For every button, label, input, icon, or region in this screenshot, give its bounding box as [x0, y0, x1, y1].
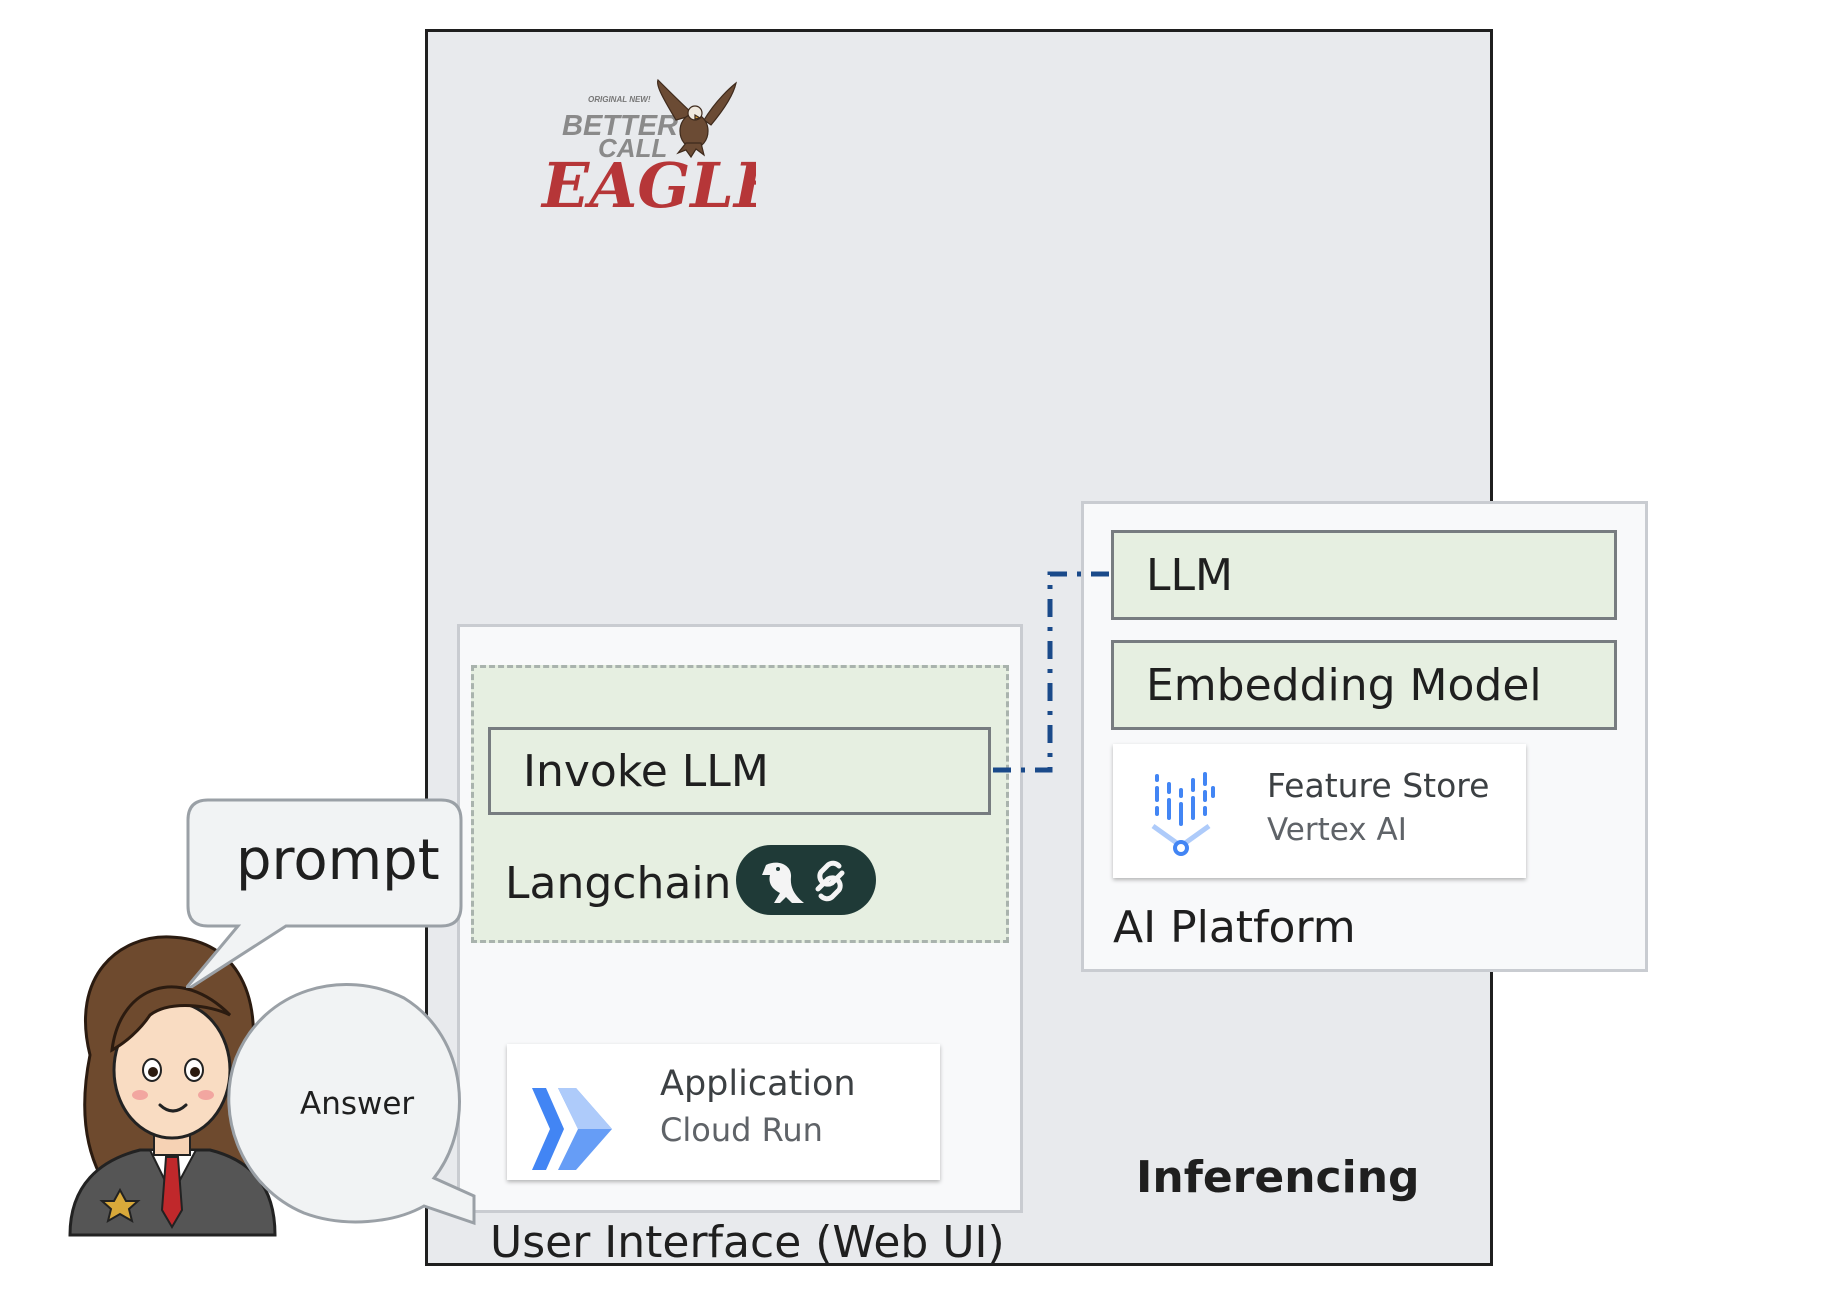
feature-store-title: Feature Store	[1267, 766, 1490, 805]
langchain-label: Langchain	[505, 858, 732, 909]
svg-text:CALL: CALL	[598, 133, 667, 163]
feature-store-subtitle: Vertex AI	[1267, 812, 1407, 848]
better-call-eagle-logo: ORIGINAL NEW! BETTER CALL EAGLE	[540, 78, 756, 215]
application-title: Application	[660, 1064, 856, 1104]
svg-text:EAGLE: EAGLE	[540, 149, 756, 215]
answer-text: Answer	[300, 1086, 415, 1122]
answer-speech-bubble	[227, 983, 476, 1226]
eagle-icon	[656, 78, 737, 159]
ai-platform-label: AI Platform	[1113, 902, 1356, 953]
inferencing-title: Inferencing	[1136, 1152, 1420, 1203]
prompt-text: prompt	[236, 828, 440, 893]
user-avatar	[68, 935, 277, 1237]
sheriff-badge-icon	[99, 1187, 141, 1224]
cloud-run-icon	[532, 1088, 612, 1170]
embedding-model-box[interactable]: Embedding Model	[1111, 640, 1617, 730]
langchain-icon	[762, 860, 845, 903]
prompt-speech-bubble	[186, 798, 463, 988]
application-cloud-run-card[interactable]: Application Cloud Run	[507, 1044, 940, 1180]
user-interface-label: User Interface (Web UI)	[490, 1217, 1005, 1268]
svg-text:ORIGINAL NEW!: ORIGINAL NEW!	[588, 95, 651, 104]
langchain-badge	[736, 845, 876, 915]
svg-text:BETTER: BETTER	[562, 110, 678, 142]
application-subtitle: Cloud Run	[660, 1111, 823, 1149]
feature-store-card[interactable]: Feature Store Vertex AI	[1113, 744, 1526, 878]
vertex-ai-icon	[1151, 772, 1215, 856]
invoke-llm-box[interactable]: Invoke LLM	[488, 727, 991, 815]
llm-box[interactable]: LLM	[1111, 530, 1617, 620]
